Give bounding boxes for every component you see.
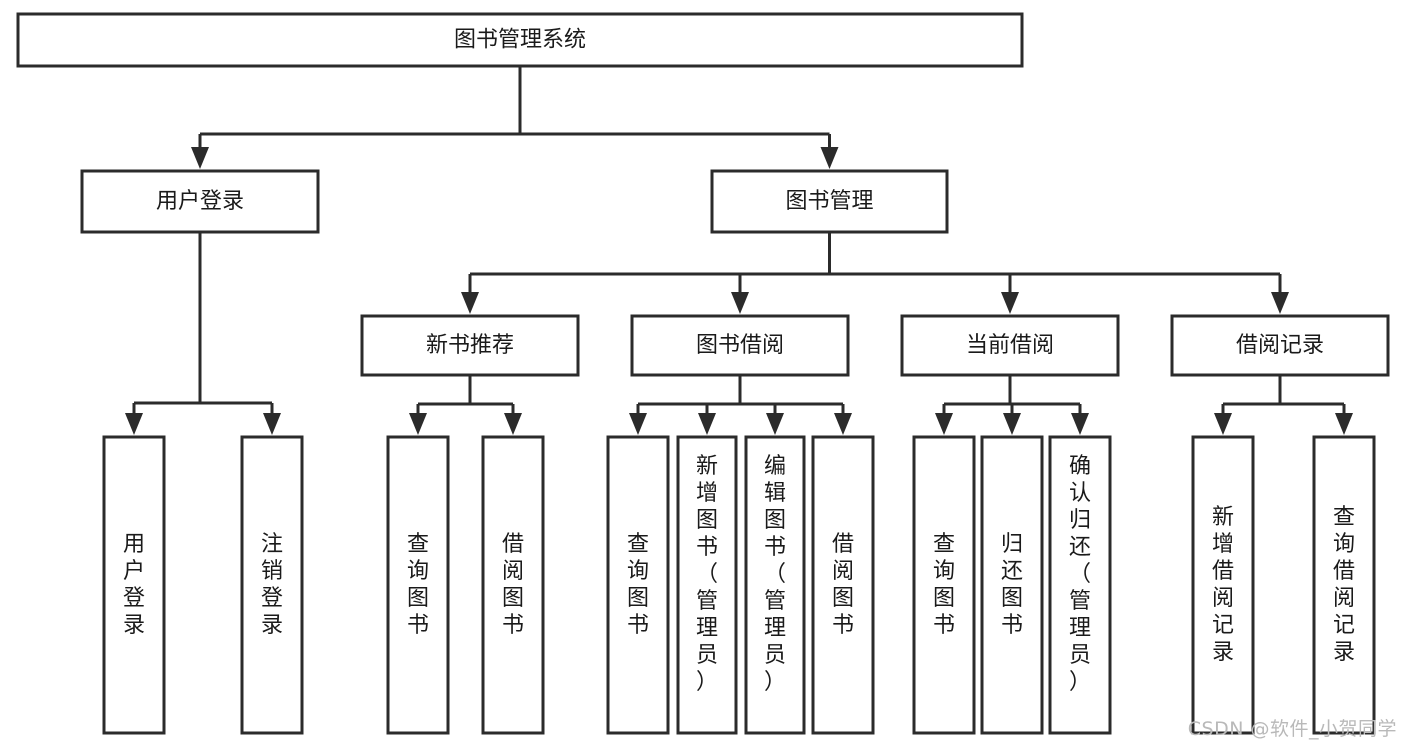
node-box [912, 435, 976, 735]
arrow-head-icon [820, 147, 839, 169]
connector-group-new-book-rec [409, 375, 522, 435]
node-box [1312, 435, 1376, 735]
node-label: 查询借阅记录 [1333, 505, 1355, 665]
arrow-head-icon [1071, 413, 1089, 435]
node-root[interactable]: 图书管理系统 [16, 12, 1024, 68]
node-box [710, 169, 949, 234]
node-box [1191, 435, 1255, 735]
node-box [811, 435, 875, 735]
node-leaf-add-record[interactable]: 新增借阅记录 [1191, 435, 1255, 735]
node-user-login[interactable]: 用户登录 [80, 169, 320, 234]
node-leaf-logout[interactable]: 注销登录 [240, 435, 304, 735]
node-book-manage[interactable]: 图书管理 [710, 169, 949, 234]
node-leaf-return-book[interactable]: 归还图书 [980, 435, 1044, 735]
node-layer: 图书管理系统用户登录图书管理新书推荐图书借阅当前借阅借阅记录用户登录注销登录查询… [16, 12, 1390, 735]
node-box [900, 314, 1120, 377]
arrow-head-icon [1335, 413, 1353, 435]
node-current-borrow[interactable]: 当前借阅 [900, 314, 1120, 377]
node-label: 确认归还（管理员） [1069, 454, 1091, 695]
node-leaf-borrow-book-1[interactable]: 借阅图书 [481, 435, 545, 735]
node-leaf-borrow-book-2[interactable]: 借阅图书 [811, 435, 875, 735]
node-box [386, 435, 450, 735]
node-box [744, 435, 806, 735]
node-label: 图书管理系统 [454, 28, 586, 53]
node-leaf-query-book-3[interactable]: 查询图书 [912, 435, 976, 735]
node-box [481, 435, 545, 735]
node-box [102, 435, 166, 735]
arrow-head-icon [731, 292, 749, 314]
node-label: 借阅记录 [1236, 333, 1324, 358]
node-borrow-record[interactable]: 借阅记录 [1170, 314, 1390, 377]
node-label: 用户登录 [123, 532, 145, 638]
node-book-borrow[interactable]: 图书借阅 [630, 314, 850, 377]
node-leaf-user-login[interactable]: 用户登录 [102, 435, 166, 735]
arrow-head-icon [1214, 413, 1232, 435]
arrow-head-icon [629, 413, 647, 435]
node-box [240, 435, 304, 735]
node-box [606, 435, 670, 735]
node-label: 查询图书 [627, 532, 649, 638]
node-label: 归还图书 [1001, 532, 1023, 638]
node-new-book-rec[interactable]: 新书推荐 [360, 314, 580, 377]
connector-layer [125, 66, 1353, 435]
node-box [16, 12, 1024, 68]
node-label: 借阅图书 [832, 532, 854, 638]
arrow-head-icon [766, 413, 784, 435]
node-label: 编辑图书（管理员） [764, 454, 786, 695]
connector-group-current-borrow [935, 375, 1089, 435]
connector-group-book-manage [461, 232, 1289, 314]
node-label: 查询图书 [407, 532, 429, 638]
arrow-head-icon [1271, 292, 1289, 314]
node-leaf-confirm-return[interactable]: 确认归还（管理员） [1048, 435, 1112, 735]
arrow-head-icon [1001, 292, 1019, 314]
node-label: 注销登录 [261, 532, 283, 638]
node-leaf-edit-book[interactable]: 编辑图书（管理员） [744, 435, 806, 735]
arrow-head-icon [834, 413, 852, 435]
node-leaf-query-record[interactable]: 查询借阅记录 [1312, 435, 1376, 735]
node-box [630, 314, 850, 377]
node-label: 新书推荐 [426, 333, 514, 358]
node-label: 查询图书 [933, 532, 955, 638]
connector-group-borrow-record [1214, 375, 1353, 435]
node-label: 当前借阅 [966, 333, 1054, 358]
arrow-head-icon [504, 413, 522, 435]
node-box [676, 435, 738, 735]
connector-group-root [191, 66, 839, 169]
node-leaf-query-book-2[interactable]: 查询图书 [606, 435, 670, 735]
arrow-head-icon [191, 147, 209, 169]
node-box [980, 435, 1044, 735]
node-label: 借阅图书 [502, 532, 524, 638]
arrow-head-icon [698, 413, 716, 435]
arrow-head-icon [409, 413, 427, 435]
node-label: 图书借阅 [696, 333, 784, 358]
node-label: 用户登录 [156, 189, 244, 214]
arrow-head-icon [263, 413, 281, 435]
node-box [1048, 435, 1112, 735]
node-leaf-add-book[interactable]: 新增图书（管理员） [676, 435, 738, 735]
arrow-head-icon [1003, 413, 1021, 435]
connector-group-user-login [125, 232, 281, 435]
node-box [1170, 314, 1390, 377]
node-label: 图书管理 [785, 189, 873, 214]
arrow-head-icon [461, 292, 479, 314]
connector-group-book-borrow [629, 375, 852, 435]
node-box [80, 169, 320, 234]
node-label: 新增借阅记录 [1212, 505, 1234, 665]
arrow-head-icon [125, 413, 143, 435]
arrow-head-icon [935, 413, 953, 435]
node-leaf-query-book-1[interactable]: 查询图书 [386, 435, 450, 735]
node-label: 新增图书（管理员） [696, 454, 718, 695]
node-box [360, 314, 580, 377]
